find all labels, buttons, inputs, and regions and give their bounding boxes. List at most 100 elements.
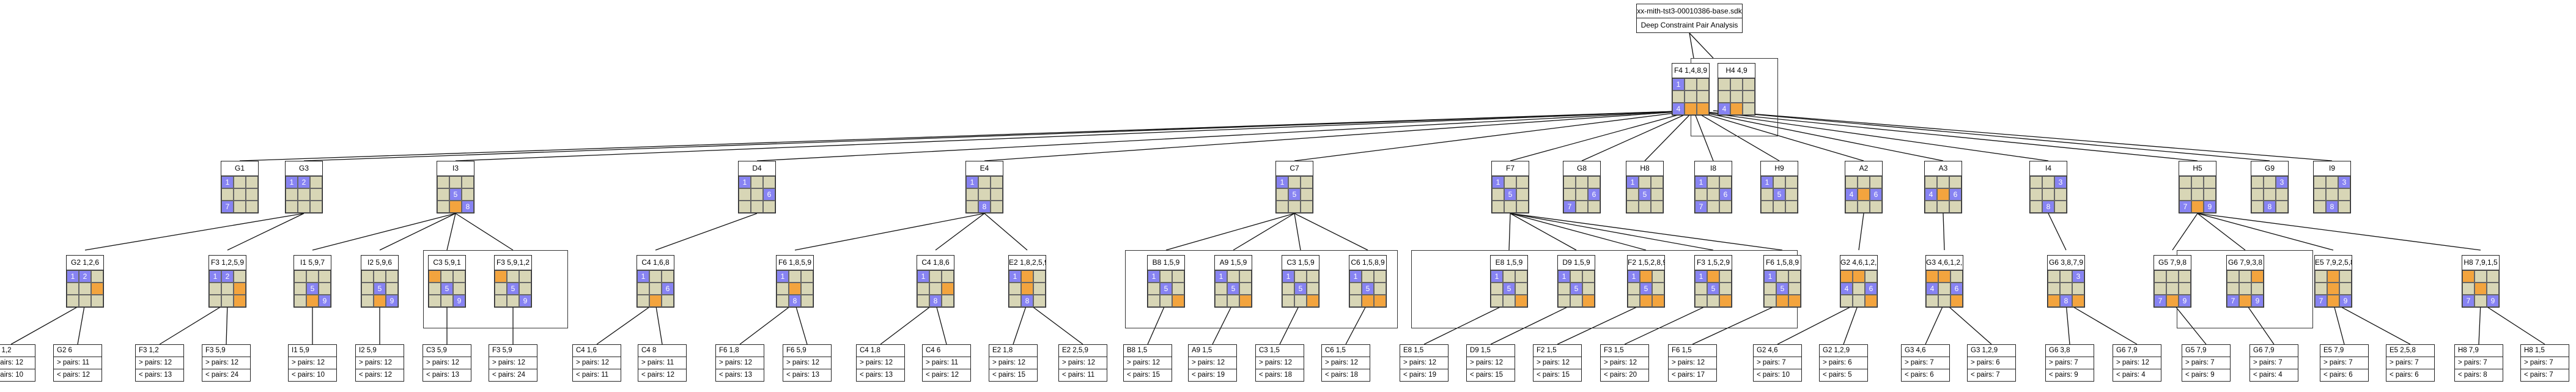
edge bbox=[1510, 213, 1577, 251]
grid-cell-candidate: 5 bbox=[1707, 283, 1719, 295]
grid-cell-empty bbox=[929, 283, 942, 295]
grid-cell-empty bbox=[361, 283, 374, 295]
edge bbox=[303, 110, 1694, 161]
grid-cell-candidate: 1 bbox=[1282, 270, 1294, 283]
grid-cell-empty bbox=[1707, 295, 1719, 307]
edge bbox=[1581, 110, 1694, 161]
grid-cell-candidate: 1 bbox=[1215, 270, 1227, 283]
grid-cell-candidate: 8 bbox=[462, 201, 474, 213]
grid-cell-empty bbox=[221, 295, 234, 307]
grid-cell-orange bbox=[1172, 295, 1184, 307]
grid-cell-empty bbox=[2179, 283, 2191, 295]
leaf-name: E2 2,5,9 bbox=[1059, 345, 1107, 357]
node-label: C7 bbox=[1275, 161, 1313, 176]
edge bbox=[1233, 213, 1295, 251]
leaf-less-pairs: < pairs: 19 bbox=[1192, 371, 1225, 379]
grid-cell-candidate: 7 bbox=[221, 201, 234, 213]
node-label: G2 1,2,6 bbox=[66, 255, 104, 270]
grid-cell-empty bbox=[1628, 283, 1640, 295]
leaf-less-pairs: < pairs: 19 bbox=[1403, 371, 1437, 379]
leaf-node: C4 1,8> pairs: 12< pairs: 13 bbox=[856, 344, 905, 382]
leaf-less-pairs: < pairs: 12 bbox=[359, 371, 393, 379]
leaf-greater-pairs: > pairs: 7 bbox=[2320, 357, 2368, 369]
leaf-greater-pairs: > pairs: 7 bbox=[2386, 357, 2434, 369]
grid-cell-empty bbox=[1697, 91, 1709, 103]
grid-cell-empty bbox=[1785, 176, 1798, 188]
grid-cell-empty bbox=[2251, 176, 2264, 188]
grid-cell-empty bbox=[1938, 283, 1950, 295]
edge bbox=[1027, 302, 1083, 345]
edge bbox=[1713, 110, 2333, 161]
grid-cell-empty bbox=[1582, 283, 1595, 295]
grid-cell-empty bbox=[1773, 201, 1785, 213]
leaf-node: C6 1,5> pairs: 12< pairs: 18 bbox=[1321, 344, 1370, 382]
leaf-greater-pairs: > pairs: 11 bbox=[54, 357, 101, 369]
grid-cell-empty bbox=[1707, 176, 1719, 188]
leaf-greater-pairs: > pairs: 12 bbox=[1124, 357, 1172, 369]
edge bbox=[455, 213, 514, 251]
leaf-node: G2 4,6> pairs: 7< pairs: 10 bbox=[1753, 344, 1802, 382]
edge bbox=[1858, 213, 1864, 251]
leaf-node: G5 7,9> pairs: 7< pairs: 9 bbox=[2182, 344, 2231, 382]
grid-cell-candidate: 1 bbox=[1672, 78, 1685, 91]
grid-cell-empty bbox=[1845, 201, 1858, 213]
grid-cell-candidate: 7 bbox=[2227, 295, 2239, 307]
leaf-name: G5 7,9 bbox=[2182, 345, 2230, 357]
grid-cell-empty bbox=[1949, 176, 1962, 188]
grid-cell-empty bbox=[1576, 201, 1588, 213]
grid-cell-empty bbox=[2204, 176, 2216, 188]
grid-cell-empty bbox=[1374, 283, 1386, 295]
edge bbox=[1212, 302, 1234, 345]
leaf-less-pairs: < pairs: 11 bbox=[576, 371, 609, 379]
grid-cell-empty bbox=[2048, 270, 2060, 283]
grid-cell-candidate: 9 bbox=[2339, 295, 2352, 307]
grid-cell-empty bbox=[294, 283, 306, 295]
grid-cell-empty bbox=[1773, 176, 1785, 188]
grid-cell-empty bbox=[917, 295, 929, 307]
grid-cell-empty bbox=[79, 283, 91, 295]
edge bbox=[1943, 213, 1945, 251]
grid-cell-empty bbox=[1858, 176, 1870, 188]
grid-cell-empty bbox=[1504, 176, 1516, 188]
grid-cell-empty bbox=[2462, 283, 2475, 295]
leaf-node: G2 1,2,9> pairs: 6< pairs: 5 bbox=[1819, 344, 1868, 382]
grid-cell-empty bbox=[1672, 91, 1685, 103]
grid-cell-empty bbox=[2339, 270, 2352, 283]
leaf-less-pairs: < pairs: 6 bbox=[1905, 371, 1934, 379]
grid-cell-candidate: 1 bbox=[209, 270, 221, 283]
leaf-node: C4 6> pairs: 11< pairs: 12 bbox=[922, 344, 971, 382]
grid-cell-empty bbox=[1582, 270, 1595, 283]
grid-cell-orange bbox=[1021, 270, 1033, 283]
grid-cell-empty bbox=[1009, 283, 1021, 295]
edge bbox=[2065, 302, 2138, 345]
grid-cell-empty bbox=[2166, 270, 2179, 283]
grid-cell-empty bbox=[361, 270, 374, 283]
grid-cell-empty bbox=[777, 295, 789, 307]
grid-cell-candidate: 1 bbox=[1491, 270, 1503, 283]
grid-cell-empty bbox=[1764, 295, 1776, 307]
leaf-name: H8 1,5 bbox=[2521, 345, 2569, 357]
grid-cell-empty bbox=[751, 201, 763, 213]
node-label: H8 bbox=[1626, 161, 1664, 176]
grid-cell-empty bbox=[2314, 188, 2326, 201]
grid-cell-empty bbox=[917, 283, 929, 295]
leaf-node: I1 5,9> pairs: 12< pairs: 10 bbox=[288, 344, 337, 382]
grid-cell-empty bbox=[1492, 201, 1504, 213]
leaf-greater-pairs: > pairs: 12 bbox=[1400, 357, 1448, 369]
edge bbox=[1147, 302, 1167, 345]
grid-cell-empty bbox=[1362, 270, 1374, 283]
grid-cell-candidate: 1 bbox=[1349, 270, 1362, 283]
